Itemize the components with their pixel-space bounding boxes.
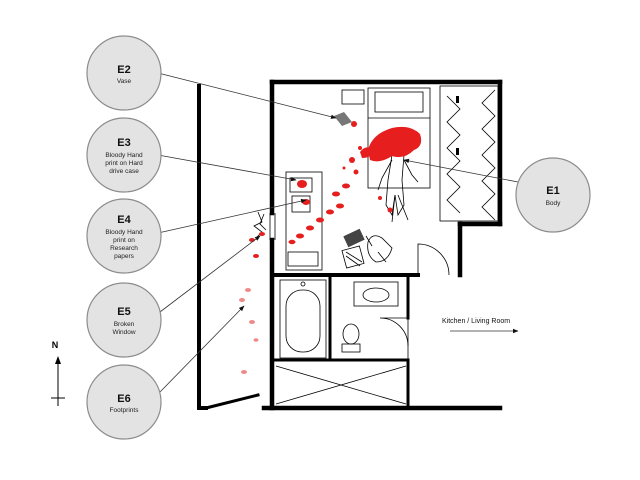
closet — [439, 85, 499, 222]
bathtub — [279, 279, 327, 359]
keyboard — [343, 228, 365, 248]
evidence-circle — [86, 282, 162, 358]
evidence-circle — [86, 198, 162, 274]
evidence-desc-line: papers — [114, 253, 135, 260]
chair — [365, 235, 393, 263]
sink — [353, 281, 399, 307]
kitchen-living-room-label: Kitchen / Living Room — [442, 318, 519, 334]
kitchen-label-text: Kitchen / Living Room — [442, 318, 510, 325]
bed — [341, 87, 431, 189]
evidence-e1: E1 Body — [515, 157, 591, 233]
evidence-circle — [515, 157, 591, 233]
leader-e2 — [157, 72, 337, 119]
blood-evidence — [239, 112, 422, 374]
evidence-id: E4 — [117, 214, 131, 226]
evidence-desc-line: Bloody Hand — [105, 152, 143, 159]
leader-e5 — [159, 235, 261, 313]
evidence-e5: E5 Broken Window — [86, 282, 162, 358]
north-label: N — [52, 340, 59, 350]
evidence-id: E3 — [117, 137, 130, 149]
evidence-circle — [86, 364, 162, 440]
evidence-desc-line: Broken — [114, 321, 135, 328]
evidence-id: E6 — [117, 393, 130, 405]
evidence-id: E5 — [117, 306, 130, 318]
evidence-circle — [86, 117, 162, 193]
doors — [275, 243, 450, 405]
evidence-desc-line: print on Hard — [105, 160, 143, 167]
evidence-id: E1 — [546, 185, 559, 197]
evidence-desc-line: drive case — [109, 168, 139, 175]
broken-window — [253, 211, 276, 240]
evidence-desc-line: Bloody Hand — [105, 229, 143, 236]
box — [341, 245, 365, 269]
toilet — [341, 323, 361, 353]
leader-e3 — [157, 154, 297, 182]
leader-e4 — [157, 198, 307, 234]
evidence-desc-line: Body — [546, 200, 562, 207]
evidence-e6: E6 Footprints — [86, 364, 162, 440]
walls — [197, 79, 503, 411]
evidence-desc-line: Window — [112, 329, 135, 336]
evidence-desc-line: Footprints — [110, 407, 140, 414]
evidence-desc-line: print on — [113, 237, 135, 244]
evidence-e4: E4 Bloody Hand print on Research papers — [86, 198, 162, 274]
north-arrow: N — [51, 340, 65, 406]
leader-e6 — [159, 305, 245, 393]
evidence-e3: E3 Bloody Hand print on Hard drive case — [86, 117, 162, 193]
evidence-id: E2 — [117, 64, 130, 76]
evidence-desc-line: Research — [110, 245, 138, 252]
evidence-circle — [86, 35, 162, 111]
evidence-desc-line: Vase — [117, 78, 132, 85]
leader-e1 — [403, 158, 519, 183]
leader-lines — [157, 72, 519, 393]
evidence-e2: E2 Vase — [86, 35, 162, 111]
